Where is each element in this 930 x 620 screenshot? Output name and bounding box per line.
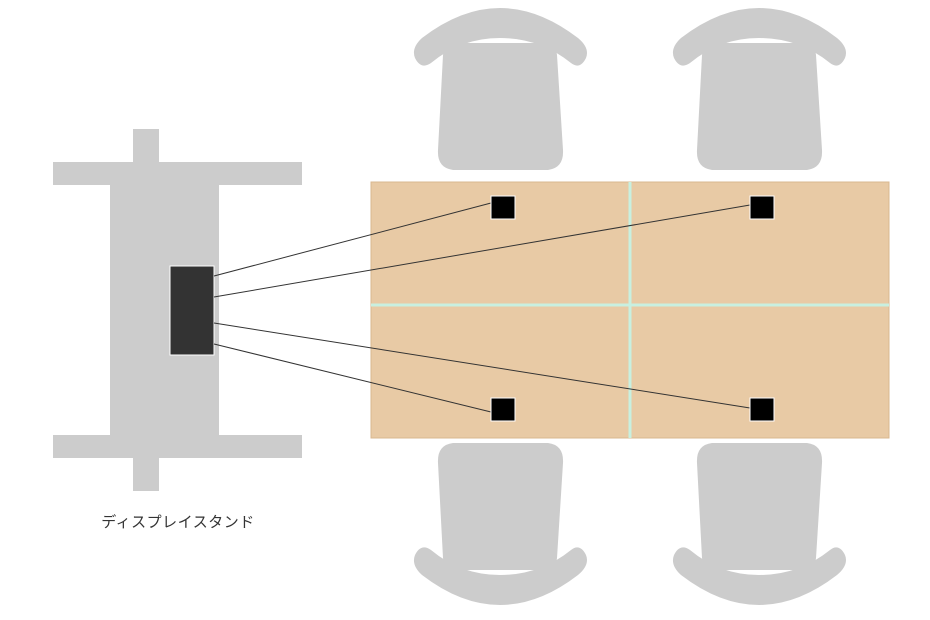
cable-to-top-right [213, 204, 751, 298]
port-top-left [490, 195, 516, 220]
chair-backrest [672, 8, 846, 66]
stand-lower-post [133, 456, 159, 491]
stand-lower-base [53, 435, 302, 458]
chair-top-right [672, 8, 846, 170]
chair-top-left [413, 8, 587, 170]
stand-upper-post [133, 129, 159, 164]
port-top-right [749, 195, 775, 220]
display-stand-label: ディスプレイスタンド [101, 513, 255, 531]
port-bottom-left [490, 397, 516, 422]
display-unit [169, 265, 215, 356]
chair-backrest [413, 547, 587, 605]
cables [213, 202, 751, 413]
chair-seat [696, 443, 823, 570]
chair-seat [437, 43, 564, 170]
chair-seat [696, 43, 823, 170]
table-ports [490, 195, 775, 422]
chair-backrest [413, 8, 587, 66]
cable-to-bottom-left [213, 343, 492, 413]
chair-bottom-left [413, 443, 587, 605]
chair-backrest [672, 547, 846, 605]
stand-upper-base [53, 162, 302, 185]
display-stand [53, 129, 302, 491]
chair-bottom-right [672, 443, 846, 605]
meeting-table [370, 181, 890, 439]
cable-to-top-left [213, 202, 492, 277]
chair-seat [437, 443, 564, 570]
cable-to-bottom-right [213, 322, 751, 409]
port-bottom-right [749, 397, 775, 422]
